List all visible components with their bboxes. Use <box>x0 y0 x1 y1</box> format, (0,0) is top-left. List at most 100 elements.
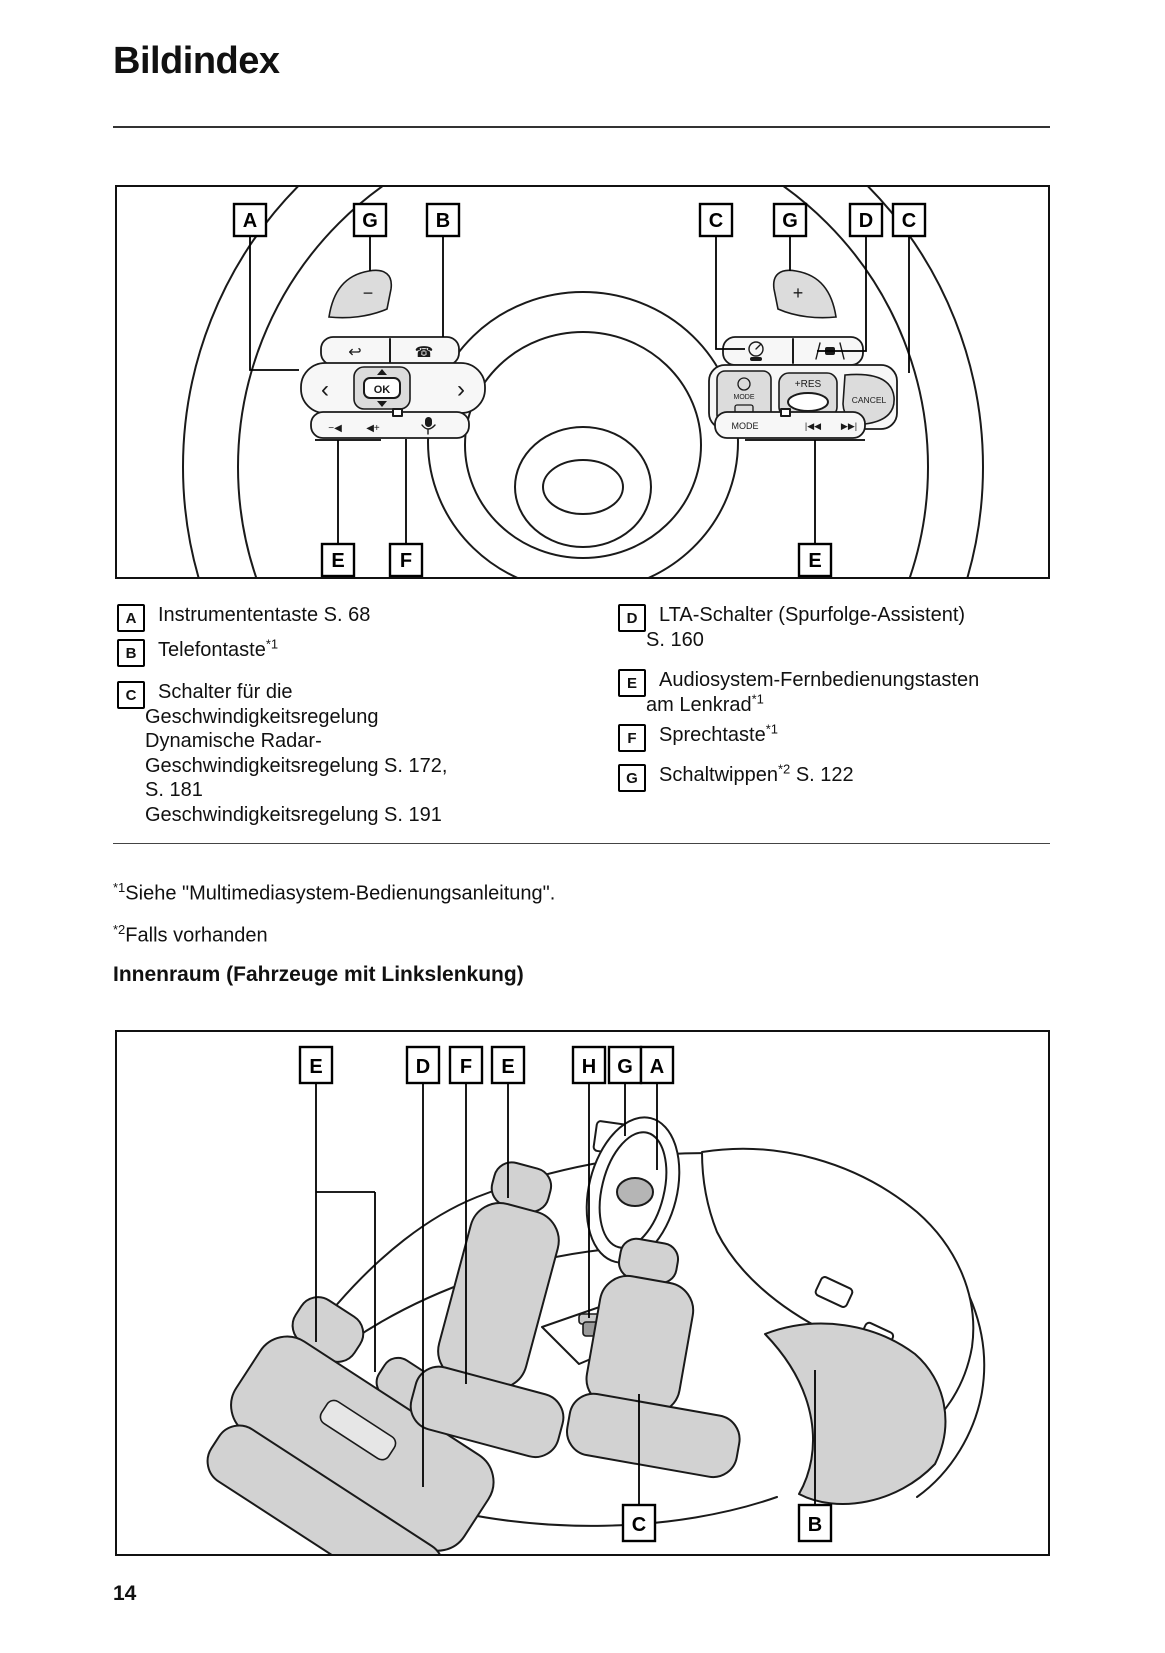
callout2-f: F <box>460 1056 472 1078</box>
callout-g1: G <box>362 210 378 232</box>
leader-d <box>817 236 867 352</box>
footnote-ref-2: *2 <box>777 761 791 777</box>
leader-e-right <box>745 439 865 544</box>
back-arrow-icon: ↩ <box>348 344 361 361</box>
cruise-mode-label: MODE <box>734 394 755 401</box>
arrow-left-icon: ‹ <box>321 376 329 403</box>
gauge-icon <box>737 377 751 391</box>
voice-mic-stand <box>421 424 436 435</box>
callout2-b: B <box>808 1514 822 1536</box>
footnote-2: *2Falls vorhanden <box>113 922 268 947</box>
callout2-box-d <box>405 1045 441 1085</box>
footnote-ref-1b: *1 <box>751 690 764 706</box>
legend-marker-d: D <box>618 604 646 632</box>
ok-button-label: OK <box>374 384 391 396</box>
legend-marker-b: B <box>117 639 145 667</box>
paddle-shifter-left <box>328 269 393 319</box>
legend-text-e: Audiosystem-Fernbedienungstasten am Lenk… <box>646 669 980 716</box>
callout2-h: H <box>582 1056 596 1078</box>
leader-e-left <box>315 439 381 544</box>
callout-box-c1 <box>698 202 734 238</box>
volume-down-icon: −◀ <box>328 423 342 434</box>
figure-steering-wheel: − + ↩ ☎ ‹ › OK −◀ ◀+ <box>115 185 1050 579</box>
dash-vent-1 <box>814 1276 854 1308</box>
callout2-a: A <box>650 1056 664 1078</box>
legend-item-f: F Sprechtaste*1 <box>618 721 779 752</box>
legend-item-e: E Audiosystem-Fernbedienungstasten am Le… <box>618 668 1046 717</box>
fig2-callouts-top: E D F E H G A <box>298 1045 675 1085</box>
callout-box-a <box>232 202 268 238</box>
pod-notch-right <box>780 408 791 417</box>
leader-a <box>249 236 299 371</box>
cruise-control-icon <box>748 341 764 361</box>
legend-text-c: Schalter für die Geschwindigkeitsregelun… <box>145 681 448 826</box>
legend-text-d: LTA-Schalter (Spurfolge-Assistent) S. 16… <box>646 604 966 651</box>
wheel-opening-outer <box>427 291 739 577</box>
fig2-callouts-bottom: C B <box>621 1503 833 1543</box>
legend-item-c: C Schalter für die Geschwindigkeitsregel… <box>117 680 565 827</box>
footnote-1: *1Siehe "Multimediasystem-Bedienungsanle… <box>113 880 556 905</box>
callout2-d: D <box>416 1056 430 1078</box>
callout2-c: C <box>632 1514 646 1536</box>
callout2-e2: E <box>501 1056 514 1078</box>
callout2-box-f <box>448 1045 484 1085</box>
legend-marker-c: C <box>117 681 145 709</box>
paddle-plus-label: + <box>793 283 804 303</box>
legend-divider <box>113 843 1050 844</box>
arrow-right-icon: › <box>457 376 465 403</box>
page-title: Bildindex <box>113 40 280 82</box>
paddle-shifter-right <box>772 269 837 319</box>
left-button-pod: ↩ ☎ ‹ › OK −◀ ◀+ <box>300 336 486 439</box>
volume-up-icon: ◀+ <box>366 423 380 434</box>
legend-text-f: Sprechtaste*1 <box>659 721 779 746</box>
door-sill-area <box>764 1322 947 1505</box>
title-divider <box>113 126 1050 128</box>
figure-interior: E D F E H G A C B <box>115 1030 1050 1556</box>
legend-marker-a: A <box>117 604 145 632</box>
pod-notch <box>392 408 403 417</box>
callout2-box-g <box>607 1045 643 1085</box>
callout-b: B <box>436 210 450 232</box>
voice-mic-icon <box>425 417 432 427</box>
callout2-box-c <box>621 1503 657 1543</box>
callout-box-f <box>388 542 424 577</box>
driver-seat-cushion <box>566 1392 741 1479</box>
cancel-label: CANCEL <box>852 395 887 405</box>
footnote-ref-1c: *1 <box>765 721 779 737</box>
callout-e2: E <box>808 550 821 572</box>
legend-text-a: Instrumententaste S. 68 <box>158 604 371 626</box>
callout-f: F <box>400 550 412 572</box>
mode-row-label: MODE <box>732 421 759 431</box>
legend-text-g: Schaltwippen*2 S. 122 <box>659 761 854 786</box>
driver-seat <box>566 1237 741 1479</box>
legend-item-a: A Instrumententaste S. 68 <box>117 603 370 632</box>
next-track-icon: ▶▶| <box>841 421 857 431</box>
interior-wheel-hub <box>616 1177 654 1207</box>
callout-box-g1 <box>352 202 388 238</box>
footnote-ref-1: *1 <box>265 636 279 652</box>
res-label: +RES <box>795 379 822 390</box>
passenger-seat <box>409 1161 565 1459</box>
fig1-callouts-bottom: E F E <box>320 542 833 577</box>
callout2-box-e1 <box>298 1045 334 1085</box>
legend-marker-f: F <box>618 724 646 752</box>
prev-track-icon: |◀◀ <box>805 421 821 431</box>
up-arrow-icon <box>377 369 387 375</box>
passenger-seat-cushion <box>409 1365 565 1459</box>
right-button-pod: MODE +RES CANCEL MODE |◀◀ ▶▶| <box>708 336 898 439</box>
steering-wheel-illustration: − + ↩ ☎ ‹ › OK −◀ ◀+ <box>182 187 984 577</box>
callout-a: A <box>243 210 257 232</box>
callout2-box-e2 <box>490 1045 526 1085</box>
paddle-minus-label: − <box>363 283 374 303</box>
page-number: 14 <box>113 1582 137 1605</box>
callout-c2: C <box>902 210 916 232</box>
callout2-box-h <box>571 1045 607 1085</box>
callout-box-g2 <box>772 202 808 238</box>
leader2-e1 <box>315 1083 376 1372</box>
callout-box-b <box>425 202 461 238</box>
wheel-outer-rim-inner-edge <box>237 187 929 577</box>
callout-d: D <box>859 210 873 232</box>
phone-icon: ☎ <box>415 344 434 361</box>
legend-item-g: G Schaltwippen*2 S. 122 <box>618 761 854 792</box>
leader-c-left <box>715 236 745 350</box>
